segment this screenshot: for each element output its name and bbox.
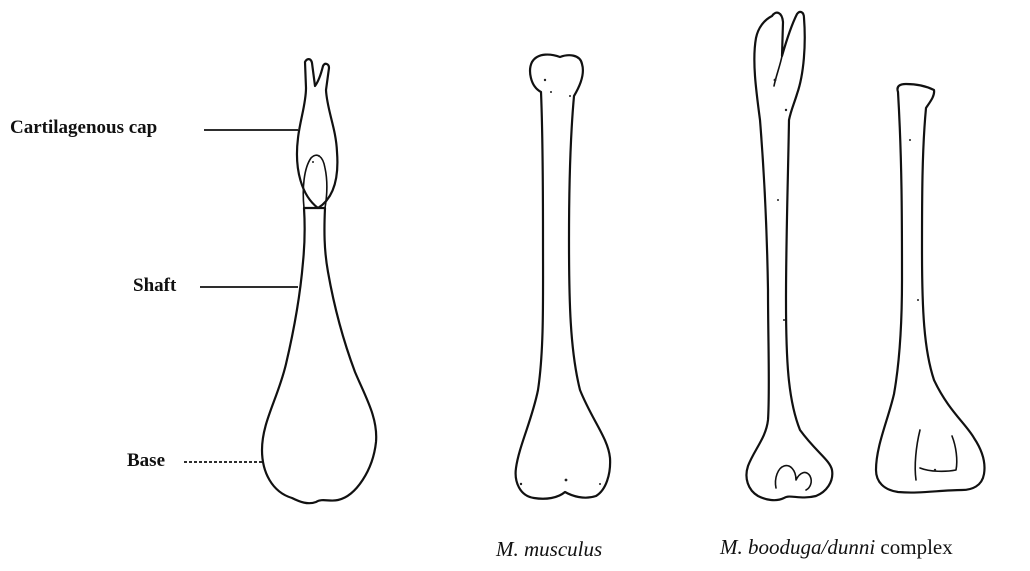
- base-label: Base: [127, 450, 165, 472]
- cap-inner-ossification: [303, 155, 327, 208]
- bone-3-fork-notch: [774, 56, 782, 86]
- stipple-specks: [312, 79, 936, 486]
- bone-1-labelled: [262, 59, 376, 503]
- caption-musculus-name: M. musculus: [496, 537, 602, 561]
- bone-3-booduga: [746, 12, 832, 500]
- shaft-label: Shaft: [133, 275, 176, 297]
- cartilagenous-cap-label: Cartilagenous cap: [10, 117, 157, 139]
- bone-4-booduga: [876, 84, 985, 493]
- bone-3-base-mark: [775, 466, 811, 490]
- bone-2-musculus: [516, 55, 611, 499]
- shaft-base-outline: [262, 208, 376, 503]
- bone-2-outline: [516, 55, 611, 499]
- bone-3-outline: [746, 12, 832, 500]
- bone-4-outline: [876, 84, 985, 493]
- caption-booduga-suffix: complex: [875, 535, 953, 559]
- caption-booduga-name: M. booduga/dunni: [720, 535, 875, 559]
- bone-4-base-mark: [915, 430, 957, 480]
- caption-musculus: M. musculus: [496, 537, 602, 562]
- caption-booduga-dunni: M. booduga/dunni complex: [720, 535, 953, 560]
